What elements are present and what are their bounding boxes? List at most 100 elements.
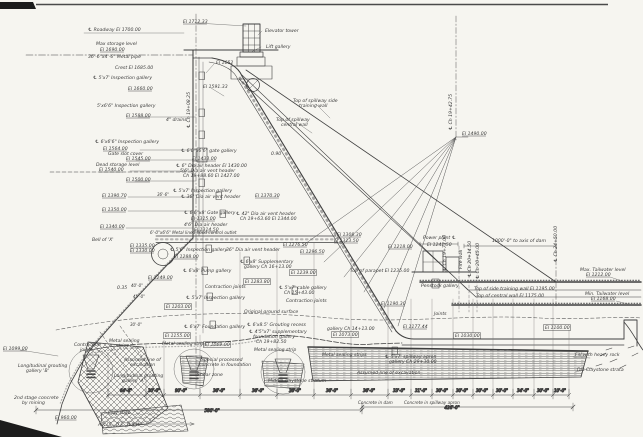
drawing-label: ℄ 6'x8.5' Grouting recess bbox=[247, 322, 307, 328]
drawing-label: 4'6" Dia air header bbox=[184, 222, 229, 228]
dimension-label: 36'-0" bbox=[252, 388, 264, 393]
drawing-label: D/s Claystone strata bbox=[577, 367, 624, 373]
drawing-label: El 1203.00 bbox=[166, 304, 191, 310]
drawing-label: 30'-0" bbox=[130, 322, 142, 327]
drawing-label: El 960.00 bbox=[55, 415, 77, 421]
drawing-label: ℄ Ch 20+45.00 bbox=[475, 243, 481, 279]
drawing-label: Middle claystone stratum bbox=[268, 378, 327, 384]
power-plant bbox=[411, 241, 478, 313]
hoist-house bbox=[236, 56, 266, 67]
drawing-label: 40'-0" bbox=[131, 283, 143, 288]
drawing-label: Top of parapet El 1235.00 bbox=[350, 268, 409, 274]
total-dimension-label: 426'-0" bbox=[444, 405, 459, 410]
drawing-label: El 1283.80 bbox=[245, 279, 270, 285]
drawing-label: El 1591.33 bbox=[203, 84, 228, 90]
drawing-label: ℄ 6'x7' Foundation gallery bbox=[184, 324, 245, 330]
dimension-label: 30'-0" bbox=[476, 388, 488, 393]
dimension-label: 30'-0" bbox=[436, 388, 448, 393]
label-box bbox=[164, 303, 192, 310]
drawing-label: ℄ 5'x7' cable gallery bbox=[279, 285, 327, 291]
drawing-label: El 1545.00 bbox=[126, 156, 151, 162]
leader-lines bbox=[19, 22, 629, 373]
drawing-label: El 1030.00 bbox=[455, 333, 480, 339]
drawing-label: 45'-0" bbox=[133, 294, 145, 299]
drawing-label: 5'x6'6" Inspection gallery bbox=[97, 103, 156, 109]
label-box bbox=[243, 278, 271, 285]
drawing-label: gallery Ch 16+13.00 bbox=[244, 264, 292, 270]
drawing-label: concrete in foundation bbox=[199, 362, 251, 368]
drawing-label: 0.90 bbox=[271, 151, 281, 157]
drawing-label: ℄ Ch 19+42.75 bbox=[448, 94, 454, 130]
drawing-label: gallery Ch 14+13.00 bbox=[327, 326, 375, 332]
drawing-label: Contraction bbox=[74, 342, 101, 348]
drawing-label: 4" drains bbox=[166, 117, 187, 123]
label-box bbox=[289, 269, 317, 276]
drawing-label: Top of spillway side bbox=[293, 98, 338, 104]
drawing-label: Ch 15+43.00 bbox=[284, 290, 315, 296]
drawing-label: El 1390.70 bbox=[102, 193, 127, 199]
drawing-label: 6'-0"x6'6" Metal lined flood control out… bbox=[150, 230, 237, 235]
drawing-label: Clay slate bbox=[108, 410, 131, 416]
drawing-label: Fire wall bbox=[458, 249, 464, 269]
clay-slate bbox=[100, 404, 189, 435]
drawing-label: El 1540.00 bbox=[99, 167, 124, 173]
galleries bbox=[196, 71, 398, 355]
label-box bbox=[331, 331, 359, 338]
drawing-label: Penstock gallery bbox=[421, 283, 459, 289]
label-box bbox=[203, 341, 231, 348]
drawing-label: ℄ 6'0"x6'6" gate gallery bbox=[181, 148, 237, 154]
drawing-label: Min. Tailwater level bbox=[585, 291, 630, 297]
drawing-label: strips bbox=[116, 343, 129, 349]
dimension-label: 30'-0" bbox=[148, 388, 160, 393]
drawing-label: ℄ Ch 20+14.50 bbox=[467, 241, 473, 277]
drawing-label: Max storage level bbox=[96, 41, 138, 47]
drawing-label: ℄ 6'x6'6" Inspection gallery bbox=[95, 139, 159, 145]
drawing-label: Crest El 1685.00 bbox=[115, 65, 153, 71]
drawing-label: ℄ 6'6"x8' Gate gallery bbox=[184, 210, 236, 216]
axis-distance-dim bbox=[463, 243, 557, 249]
label-box bbox=[453, 332, 481, 339]
total-dimension-label: 580'-0" bbox=[204, 408, 219, 413]
drawing-label: Ch 19+82.50 bbox=[256, 339, 287, 345]
drawing-label: Assumed line of bbox=[123, 357, 162, 363]
drawing-label: Special processed bbox=[201, 357, 243, 363]
dimension-label: 36'-0" bbox=[326, 388, 338, 393]
drawing-label: Ch 19+88.60 El 1427.00 bbox=[183, 173, 240, 179]
drawing-label: Metal sealing strip bbox=[254, 347, 296, 353]
drawing-label: central wall bbox=[281, 122, 308, 128]
drawing-label: ℄ 4'5"x7' supplementary bbox=[249, 329, 307, 335]
drawing-label: ℄ 6'x8' Supplementary bbox=[240, 259, 294, 265]
label-box bbox=[543, 324, 571, 331]
dimension-label: 30'-0" bbox=[537, 388, 549, 393]
drawing-label: Contraction joints bbox=[286, 298, 327, 304]
drawing-label: El 1330.00 bbox=[130, 248, 155, 254]
drawing-label: El 1490.00 bbox=[462, 131, 487, 137]
dimension-label: 31'-0" bbox=[415, 388, 427, 393]
drawing-label: Max. Tailwater level bbox=[580, 267, 626, 273]
outlet-conduit bbox=[155, 235, 339, 243]
drawing-label: El 1218.00 bbox=[388, 244, 413, 250]
dimension-label: 36'-0" bbox=[213, 388, 225, 393]
drawing-label: ℄ 5'x7' Inspection gallery bbox=[93, 75, 152, 81]
drawing-label: ℄ 5'x7' spillway apron bbox=[385, 354, 436, 360]
dimension-label: 34'-0" bbox=[517, 388, 529, 393]
drawing-label: 36'-6" bbox=[157, 192, 169, 197]
drawing-label: 36'-6"x4'-6" Metal pipe bbox=[88, 54, 141, 60]
drawing-label: ℄ 6'x8' Pump gallery bbox=[183, 268, 232, 274]
drawing-label: El 1340.00 bbox=[100, 224, 125, 230]
dimension-label: 90'-0" bbox=[175, 388, 187, 393]
dimension-label: 10'-0" bbox=[554, 388, 566, 393]
drawing-label: El 1564.00 bbox=[103, 146, 128, 152]
drawing-label: ℄ Ch 19+08.25 bbox=[186, 92, 192, 128]
dam-profile-linework bbox=[19, 13, 643, 435]
drawing-label: Dead storage level bbox=[96, 162, 140, 168]
drawing-label: joints bbox=[79, 347, 93, 353]
spillway-chute bbox=[211, 57, 397, 332]
dimension-label: 30'-0" bbox=[496, 388, 508, 393]
drawing-label: 0.35 bbox=[117, 285, 127, 291]
reference-fan-lines bbox=[301, 136, 469, 327]
dimension-label: 64'-6" bbox=[120, 388, 132, 393]
drawing-label: Longitudinal grouting bbox=[114, 373, 163, 379]
